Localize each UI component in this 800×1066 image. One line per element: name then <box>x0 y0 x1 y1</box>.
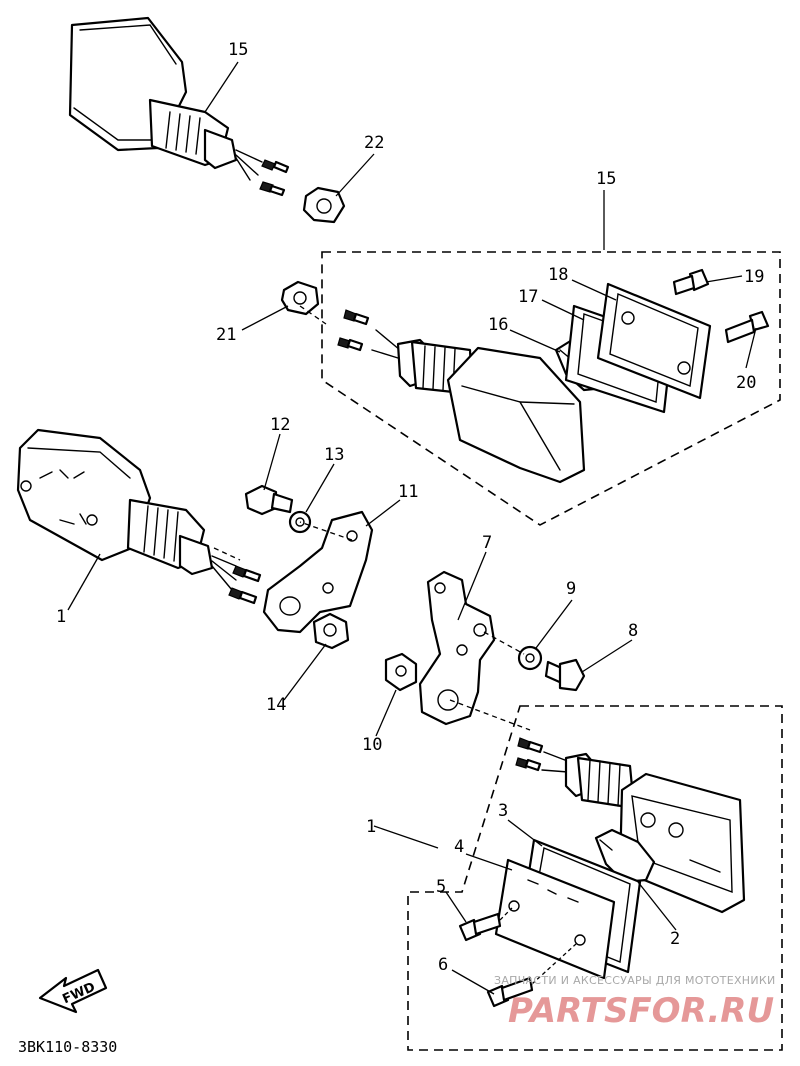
forward-direction-arrow: FWD <box>38 968 108 1014</box>
callout-22: 22 <box>364 133 384 153</box>
turn-signal-assembly-top-left <box>68 16 290 197</box>
bracket-11 <box>262 510 374 634</box>
assembly-boundary-15 <box>321 251 781 526</box>
callout-10: 10 <box>362 735 382 755</box>
callout-9: 9 <box>566 579 576 599</box>
callout-18: 18 <box>548 265 568 285</box>
flange-nut-14 <box>312 612 350 650</box>
callout-1-left: 1 <box>56 607 66 627</box>
callout-20: 20 <box>736 373 756 393</box>
callout-19: 19 <box>744 267 764 287</box>
diagram-code: 3BK110-8330 <box>18 1038 117 1056</box>
assembly-boundary-1 <box>407 705 783 1051</box>
callout-21: 21 <box>216 325 236 345</box>
callout-7: 7 <box>482 533 492 553</box>
bolt-8 <box>544 658 586 692</box>
screw-20 <box>724 310 770 344</box>
turn-signal-assembly-right-upper <box>337 309 586 484</box>
watermark-brand: PARTSFOR.RU <box>508 991 774 1031</box>
callout-11: 11 <box>398 482 418 502</box>
washer-9 <box>517 645 543 671</box>
callout-5: 5 <box>436 877 446 897</box>
callout-16: 16 <box>488 315 508 335</box>
bracket-7 <box>418 570 496 726</box>
turn-signal-assembly-left <box>16 428 262 605</box>
callout-15-group: 15 <box>596 169 616 189</box>
callout-12: 12 <box>270 415 290 435</box>
callout-labels: 15 22 15 18 17 16 19 20 21 12 13 11 1 14… <box>56 40 764 975</box>
screw-5 <box>458 912 502 942</box>
lens-18 <box>596 282 712 400</box>
callout-6: 6 <box>438 955 448 975</box>
watermark-caption: ЗАПЧАСТИ И АКСЕССУАРЫ ДЛЯ МОТОТЕХНИКИ <box>494 974 776 987</box>
callout-4: 4 <box>454 837 464 857</box>
watermark: ЗАПЧАСТИ И АКСЕССУАРЫ ДЛЯ МОТОТЕХНИКИ PA… <box>494 974 776 1031</box>
callout-1-group: 1 <box>366 817 376 837</box>
turn-signal-assembly-right-lower <box>515 737 746 914</box>
flange-nut-22 <box>302 186 346 224</box>
callout-14: 14 <box>266 695 286 715</box>
lens-4 <box>494 858 616 980</box>
callout-2: 2 <box>670 929 680 949</box>
bolt-12 <box>244 484 294 516</box>
callout-17: 17 <box>518 287 538 307</box>
screw-19 <box>672 268 710 296</box>
screw-6 <box>486 976 534 1008</box>
callout-13: 13 <box>324 445 344 465</box>
callout-3: 3 <box>498 801 508 821</box>
flange-nut-21 <box>280 280 320 316</box>
callout-8: 8 <box>628 621 638 641</box>
leader-lines <box>67 61 757 995</box>
callout-15-top: 15 <box>228 40 248 60</box>
bulb-2 <box>594 828 656 884</box>
flange-nut-10 <box>384 652 418 692</box>
